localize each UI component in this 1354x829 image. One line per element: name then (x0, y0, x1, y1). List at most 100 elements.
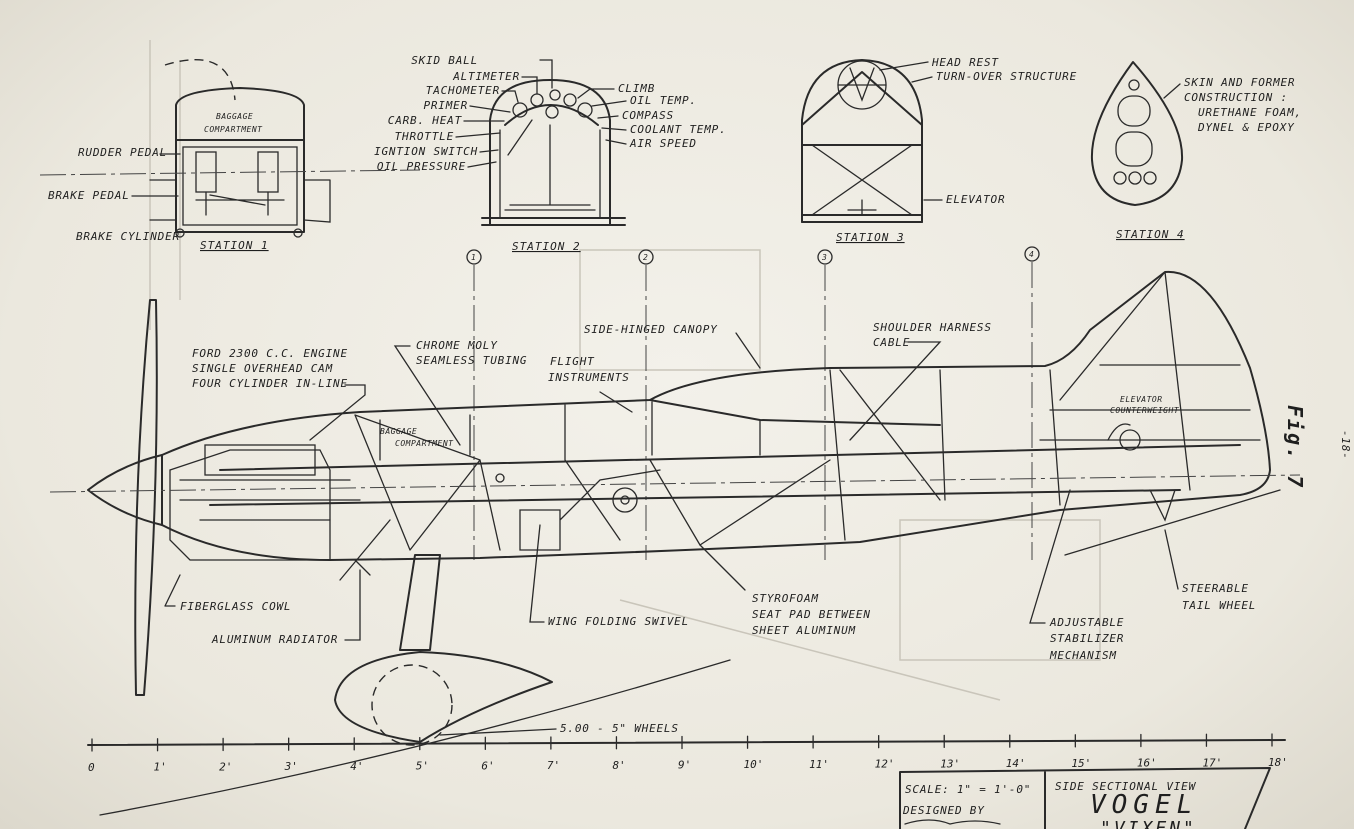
scale-tick-label: 13' (940, 757, 960, 770)
page-mark: -18- (1339, 430, 1352, 460)
scale-tick-label: 5' (416, 760, 429, 773)
rudder-pedal-label: RUDDER PEDAL (78, 146, 167, 159)
engine-label-3: FOUR CYLINDER IN-LINE (192, 377, 348, 390)
scale-tick-label: 11' (809, 758, 829, 771)
side-view-labels: FORD 2300 C.C. ENGINE SINGLE OVERHEAD CA… (164, 321, 1307, 736)
station2-title: STATION 2 (512, 240, 581, 253)
scale-tick-label: 9' (678, 759, 691, 772)
engine-label-1: FORD 2300 C.C. ENGINE (192, 347, 348, 360)
designed-by-label: DESIGNED BY (902, 804, 985, 817)
station1-baggage-label: BAGGAGE (216, 112, 253, 121)
wheels-label: 5.00 - 5" WHEELS (560, 722, 679, 735)
engine-label-2: SINGLE OVERHEAD CAM (192, 362, 333, 375)
scale-label: SCALE: 1" = 1'-0" (905, 783, 1031, 796)
scale-bar: 0 1' 2' 3' 4' 5' 6' 7' 8' 9' 10' 11' 12' 13' 14' 15' 16'… (87, 733, 1288, 774)
scale-tick-label: 16' (1137, 757, 1157, 770)
station-marker-1: 1 (471, 253, 476, 262)
scale-tick-label: 0 (88, 761, 95, 774)
steerable-tail-wheel-label-1: STEERABLE (1182, 582, 1249, 595)
steerable-tail-wheel-label-2: TAIL WHEEL (1182, 599, 1256, 612)
oil-temp-label: OIL TEMP. (630, 94, 697, 107)
climb-label: CLIMB (618, 82, 655, 95)
ignition-switch-label: IGNTION SWITCH (374, 145, 478, 158)
turnover-structure-label: TURN-OVER STRUCTURE (936, 70, 1077, 83)
station-3-section: HEAD REST TURN-OVER STRUCTURE ELEVATOR S… (801, 56, 1077, 244)
styrofoam-label-1: STYROFOAM (752, 592, 819, 605)
scale-tick-label: 4' (350, 760, 363, 773)
elevator-label: ELEVATOR (946, 193, 1005, 206)
scale-tick-label: 15' (1071, 757, 1091, 770)
scale-tick-label: 17' (1202, 756, 1222, 769)
scale-tick-label: 10' (744, 758, 764, 771)
elevator-counterweight-label-2: COUNTERWEIGHT (1110, 406, 1180, 415)
station-marker-4: 4 (1029, 250, 1034, 259)
oil-pressure-label: OIL PRESSURE (377, 160, 466, 173)
fiberglass-cowl-label: FIBERGLASS COWL (180, 600, 291, 613)
head-rest-label: HEAD REST (931, 56, 999, 69)
gauge-icon (577, 102, 593, 118)
scale-tick-label: 18' (1268, 756, 1288, 769)
station-4-section: SKIN AND FORMER CONSTRUCTION : URETHANE … (1090, 61, 1302, 241)
scale-tick-label: 8' (612, 759, 625, 772)
station-marker-2: 2 (643, 253, 648, 262)
brake-cylinder-label: BRAKE CYLINDER (76, 230, 180, 243)
scale-tick-label: 7' (547, 759, 560, 772)
scale-tick-label: 14' (1006, 757, 1026, 770)
wing-folding-swivel-label: WING FOLDING SWIVEL (548, 615, 689, 628)
aircraft-name: VOGEL (1090, 790, 1198, 820)
skin-label-2: CONSTRUCTION : (1184, 91, 1288, 104)
scale-tick-label: 6' (481, 759, 494, 772)
adjustable-stabilizer-label-2: STABILIZER (1050, 632, 1124, 645)
station3-title: STATION 3 (836, 231, 905, 244)
coolant-temp-label: COOLANT TEMP. (630, 123, 727, 136)
station1-compartment-label: COMPARTMENT (204, 125, 263, 134)
station-1-section: BAGGAGE COMPARTMENT RUDDER PEDAL BRAKE P… (39, 58, 421, 252)
station-marker-3: 3 (821, 253, 827, 262)
station1-title: STATION 1 (200, 239, 269, 252)
tachometer-label: TACHOMETER (426, 84, 500, 97)
gauge-icon (563, 93, 577, 107)
compass-label: COMPASS (622, 109, 674, 122)
gauge-icon (549, 89, 561, 101)
scale-tick-label: 12' (875, 758, 895, 771)
gauge-icon (545, 105, 559, 119)
altimeter-label: ALTIMETER (452, 70, 520, 83)
flight-instruments-label-1: FLIGHT (550, 355, 595, 368)
harness-label-2: CABLE (873, 336, 910, 349)
view-title: SIDE SECTIONAL VIEW (1055, 780, 1197, 793)
gauge-icon (512, 102, 528, 118)
chrome-moly-label-2: SEAMLESS TUBING (416, 354, 527, 367)
elevator-counterweight-label-1: ELEVATOR (1120, 395, 1163, 404)
skid-ball-label: SKID BALL (411, 54, 478, 67)
chrome-moly-label-1: CHROME MOLY (416, 339, 498, 352)
skin-label-1: SKIN AND FORMER (1184, 76, 1295, 89)
brake-pedal-label: BRAKE PEDAL (48, 189, 130, 202)
canopy-label: SIDE-HINGED CANOPY (584, 323, 718, 336)
side-baggage-label-1: BAGGAGE (380, 427, 417, 436)
skin-label-3: URETHANE FOAM, (1198, 106, 1302, 119)
side-view-fuselage (49, 270, 1301, 816)
station-markers: 1 2 3 4 (466, 246, 1040, 560)
harness-label-1: SHOULDER HARNESS (873, 321, 992, 334)
adjustable-stabilizer-label-3: MECHANISM (1049, 649, 1117, 662)
styrofoam-label-2: SEAT PAD BETWEEN (752, 608, 871, 621)
primer-label: PRIMER (423, 99, 468, 112)
scale-tick-label: 1' (154, 761, 167, 774)
scale-tick-label: 2' (219, 760, 232, 773)
aircraft-subname: "VIXEN" (1100, 818, 1197, 829)
figure-number: Fig. 7 (1283, 405, 1307, 489)
title-block: SCALE: 1" = 1'-0" DESIGNED BY SIDE SECTI… (899, 767, 1271, 829)
station-2-section: SKID BALL ALTIMETER TACHOMETER PRIMER CA… (374, 54, 726, 253)
side-baggage-label-2: COMPARTMENT (395, 439, 454, 448)
carb-heat-label: CARB. HEAT (388, 114, 463, 127)
flight-instruments-label-2: INSTRUMENTS (548, 371, 630, 384)
skin-label-4: DYNEL & EPOXY (1197, 121, 1295, 134)
station4-title: STATION 4 (1116, 228, 1185, 241)
throttle-label: THROTTLE (395, 130, 454, 143)
aluminum-radiator-label: ALUMINUM RADIATOR (211, 633, 338, 646)
scale-tick-label: 3' (284, 760, 298, 773)
adjustable-stabilizer-label-1: ADJUSTABLE (1049, 616, 1124, 629)
air-speed-label: AIR SPEED (629, 137, 697, 150)
